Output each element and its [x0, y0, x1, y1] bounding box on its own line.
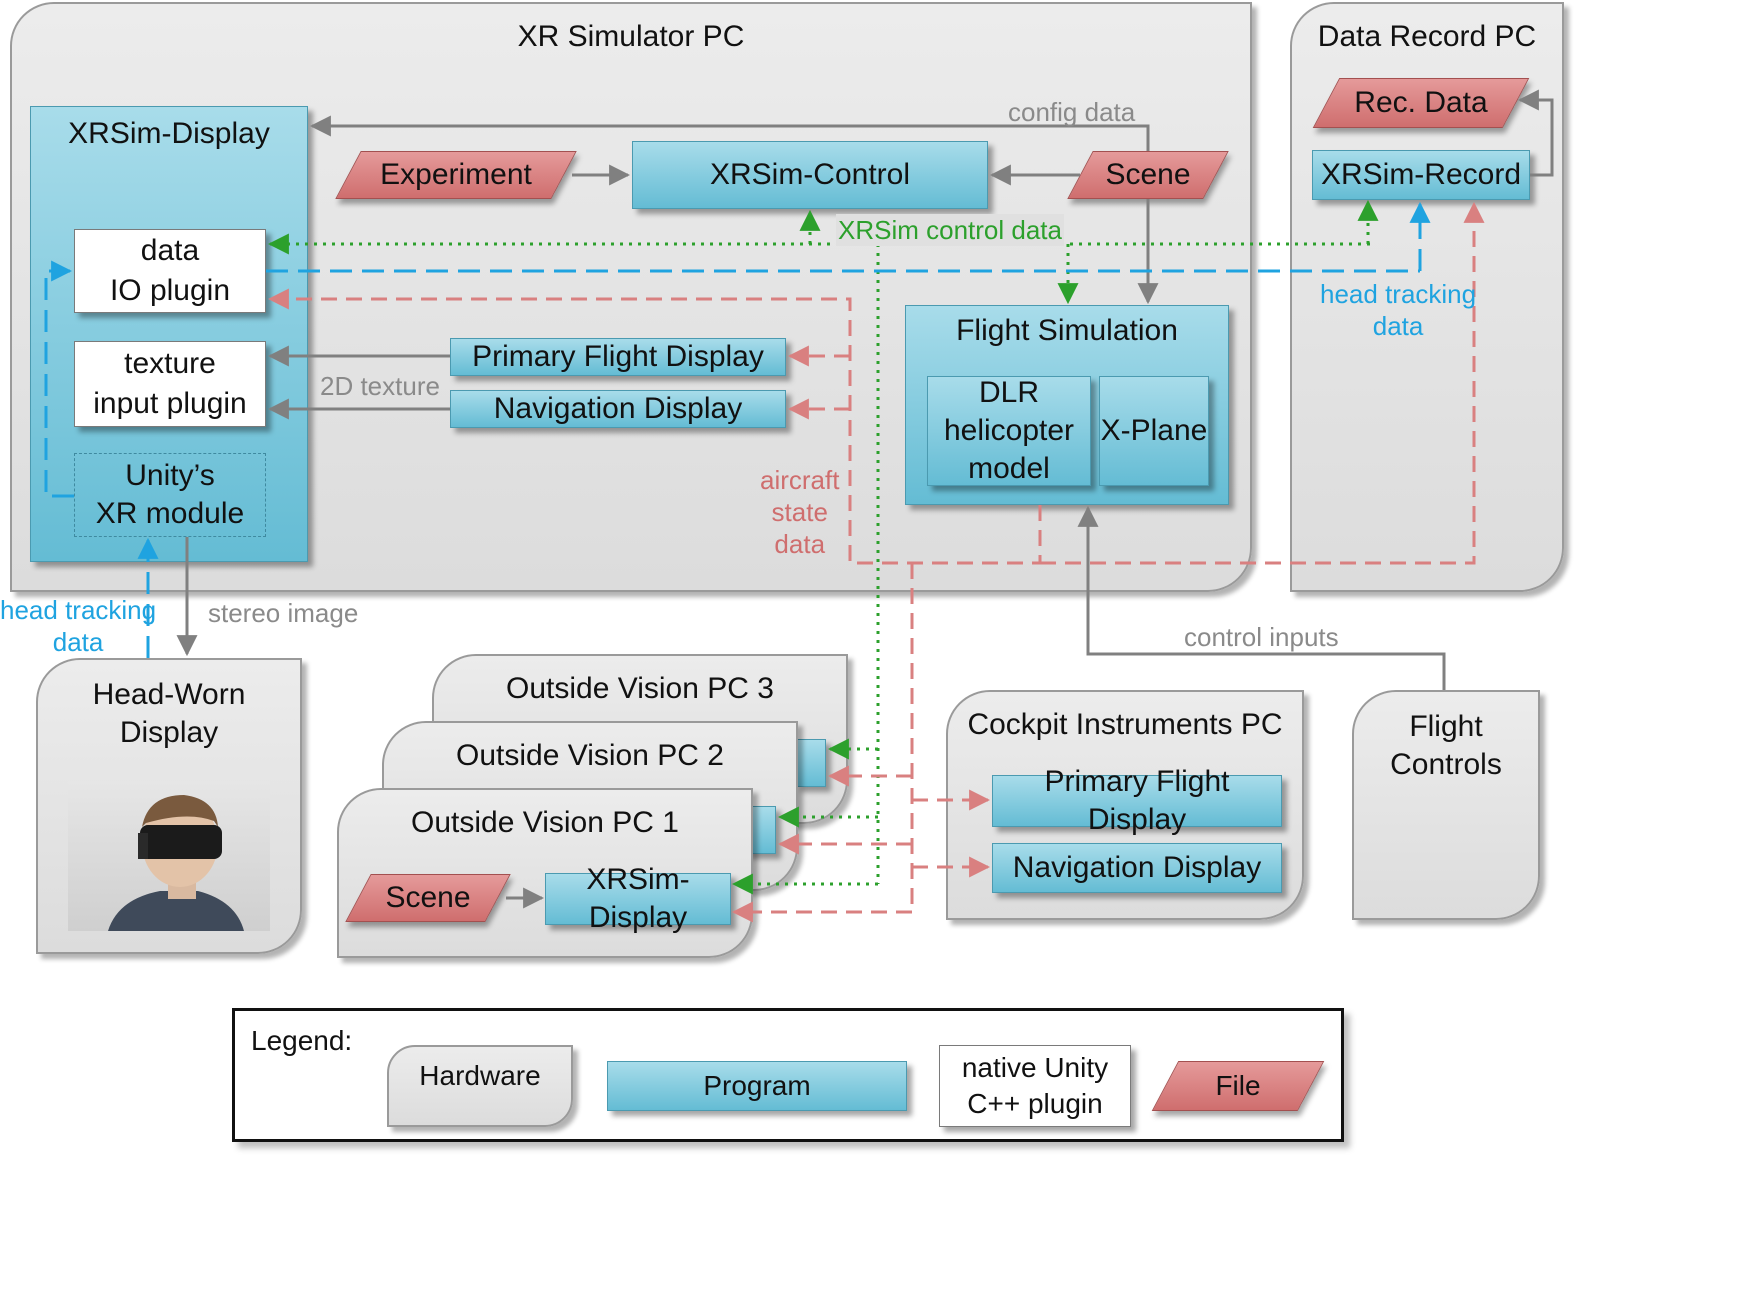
head-tracking-loop-left: [44, 260, 74, 498]
control-inputs-label: control inputs: [1184, 622, 1339, 652]
xr-simulator-pc-title: XR Simulator PC: [517, 20, 745, 53]
legend: Legend: Hardware Program native Unity C+…: [232, 1008, 1344, 1142]
xrsim-display-program: XRSim-Display: [30, 106, 308, 562]
legend-plugin: native Unity C++ plugin: [939, 1045, 1131, 1127]
unity-xr-module: Unity’s XR module: [74, 453, 266, 537]
hwd-photo: [68, 781, 270, 931]
pfd-program: Primary Flight Display: [450, 338, 786, 376]
head-tracking-label-left: head tracking data: [0, 595, 157, 657]
legend-title: Legend:: [251, 1025, 353, 1056]
dlr-helicopter-model: DLR helicopter model: [927, 376, 1091, 486]
cockpit-nd-program: Navigation Display: [992, 843, 1282, 893]
aircraft-state-to-record-arrow: [1040, 201, 1485, 565]
outside-vision-pc-1-title: Outside Vision PC 1: [411, 806, 679, 839]
legend-hardware-label: Hardware: [419, 1060, 541, 1091]
head-tracking-label-right: head tracking data: [1320, 279, 1477, 341]
aircraft-state-label: aircraft state data: [760, 465, 840, 559]
nd-program: Navigation Display: [450, 390, 786, 428]
stereo-image-label: stereo image: [208, 598, 359, 628]
config-data-arrow: [309, 115, 1150, 151]
flight-controls: Flight Controls: [1352, 690, 1540, 920]
ov1-scene-label: Scene: [385, 881, 471, 914]
experiment-label: Experiment: [380, 158, 532, 191]
experiment-file: Experiment: [348, 151, 564, 199]
scene-file: Scene: [1080, 151, 1216, 199]
config-data-label: config data: [1008, 97, 1136, 127]
flight-simulation-label: Flight Simulation: [956, 314, 1178, 347]
scene-label: Scene: [1105, 158, 1191, 191]
outside-vision-pc-3-title: Outside Vision PC 3: [506, 672, 774, 705]
control-data-label: XRSim control data: [836, 214, 1064, 246]
aircraft-state-flows: [267, 201, 1485, 923]
ov1-scene-file: Scene: [358, 874, 498, 922]
flight-controls-title: Flight Controls: [1390, 710, 1502, 781]
data-record-pc-title: Data Record PC: [1317, 20, 1537, 53]
record-to-rec-data-arrow: [1517, 89, 1554, 177]
xrsim-control-program: XRSim-Control: [632, 141, 988, 209]
xrsim-record-program: XRSim-Record: [1312, 150, 1530, 200]
cockpit-instruments-pc-title: Cockpit Instruments PC: [967, 708, 1283, 741]
texture-2d-label: 2D texture: [320, 371, 440, 401]
legend-file-label: File: [1215, 1070, 1261, 1101]
x-plane: X-Plane: [1099, 376, 1209, 486]
xrsim-display-label: XRSim-Display: [68, 117, 270, 150]
outside-vision-pc-2-title: Outside Vision PC 2: [456, 739, 724, 772]
person-wearing-vr-headset-icon: [108, 795, 244, 931]
head-tracking-flows: [44, 201, 1431, 658]
head-worn-display-title: Head-Worn Display: [92, 678, 246, 749]
rec-data-file: Rec. Data: [1326, 78, 1516, 128]
legend-program: Program: [607, 1061, 907, 1111]
texture-input-plugin: texture input plugin: [74, 341, 266, 427]
ov3-program-stub: [796, 739, 826, 787]
rec-data-label: Rec. Data: [1354, 86, 1488, 119]
data-io-plugin: data IO plugin: [74, 229, 266, 313]
aircraft-state-bus: [267, 288, 1042, 565]
legend-hardware: Hardware: [387, 1045, 573, 1127]
gray-data-flows: [176, 89, 1554, 909]
control-inputs-arrow: [1077, 505, 1446, 690]
legend-file: File: [1165, 1061, 1311, 1111]
